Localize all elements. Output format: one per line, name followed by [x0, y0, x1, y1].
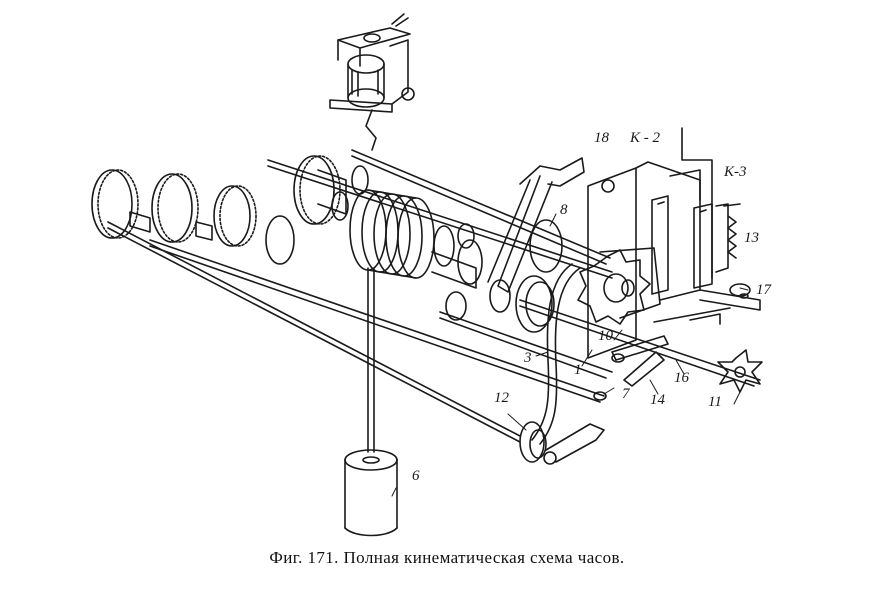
label-1: 1: [574, 362, 582, 378]
label-7: 7: [622, 386, 631, 402]
label-12: 12: [494, 390, 510, 406]
belt-loop: [519, 263, 605, 465]
label-13: 13: [744, 230, 759, 246]
label-3: 3: [523, 350, 532, 366]
label-10: 10: [598, 328, 614, 344]
label-14: 14: [650, 392, 666, 408]
electromagnet: [329, 13, 415, 151]
shafts: [107, 149, 761, 443]
lever-arm: [487, 157, 585, 333]
label-k2: К - 2: [629, 130, 660, 146]
caption-text: Полная кинематическая схема часов.: [343, 548, 625, 567]
ratchet-wheel: [577, 249, 651, 325]
label-6: 6: [412, 468, 420, 484]
star-wheel: [717, 349, 763, 393]
label-11: 11: [708, 394, 722, 410]
label-8: 8: [560, 202, 568, 218]
label-16: 16: [674, 370, 690, 386]
contact-panel: [587, 127, 761, 359]
leader-lines: [391, 213, 749, 497]
label-17: 17: [756, 282, 773, 298]
label-k3: К-3: [723, 164, 746, 180]
figure-caption: Фиг. 171. Полная кинематическая схема ча…: [0, 548, 894, 568]
weight: [344, 267, 398, 537]
callouts: 18 К - 2 К-3 8 13 17 10 3 1 16 7 14 11 1…: [412, 130, 773, 484]
latch-parts: [593, 335, 669, 401]
caption-number: Фиг. 171.: [269, 548, 339, 567]
gear-train: [91, 155, 369, 265]
label-18: 18: [594, 130, 610, 146]
